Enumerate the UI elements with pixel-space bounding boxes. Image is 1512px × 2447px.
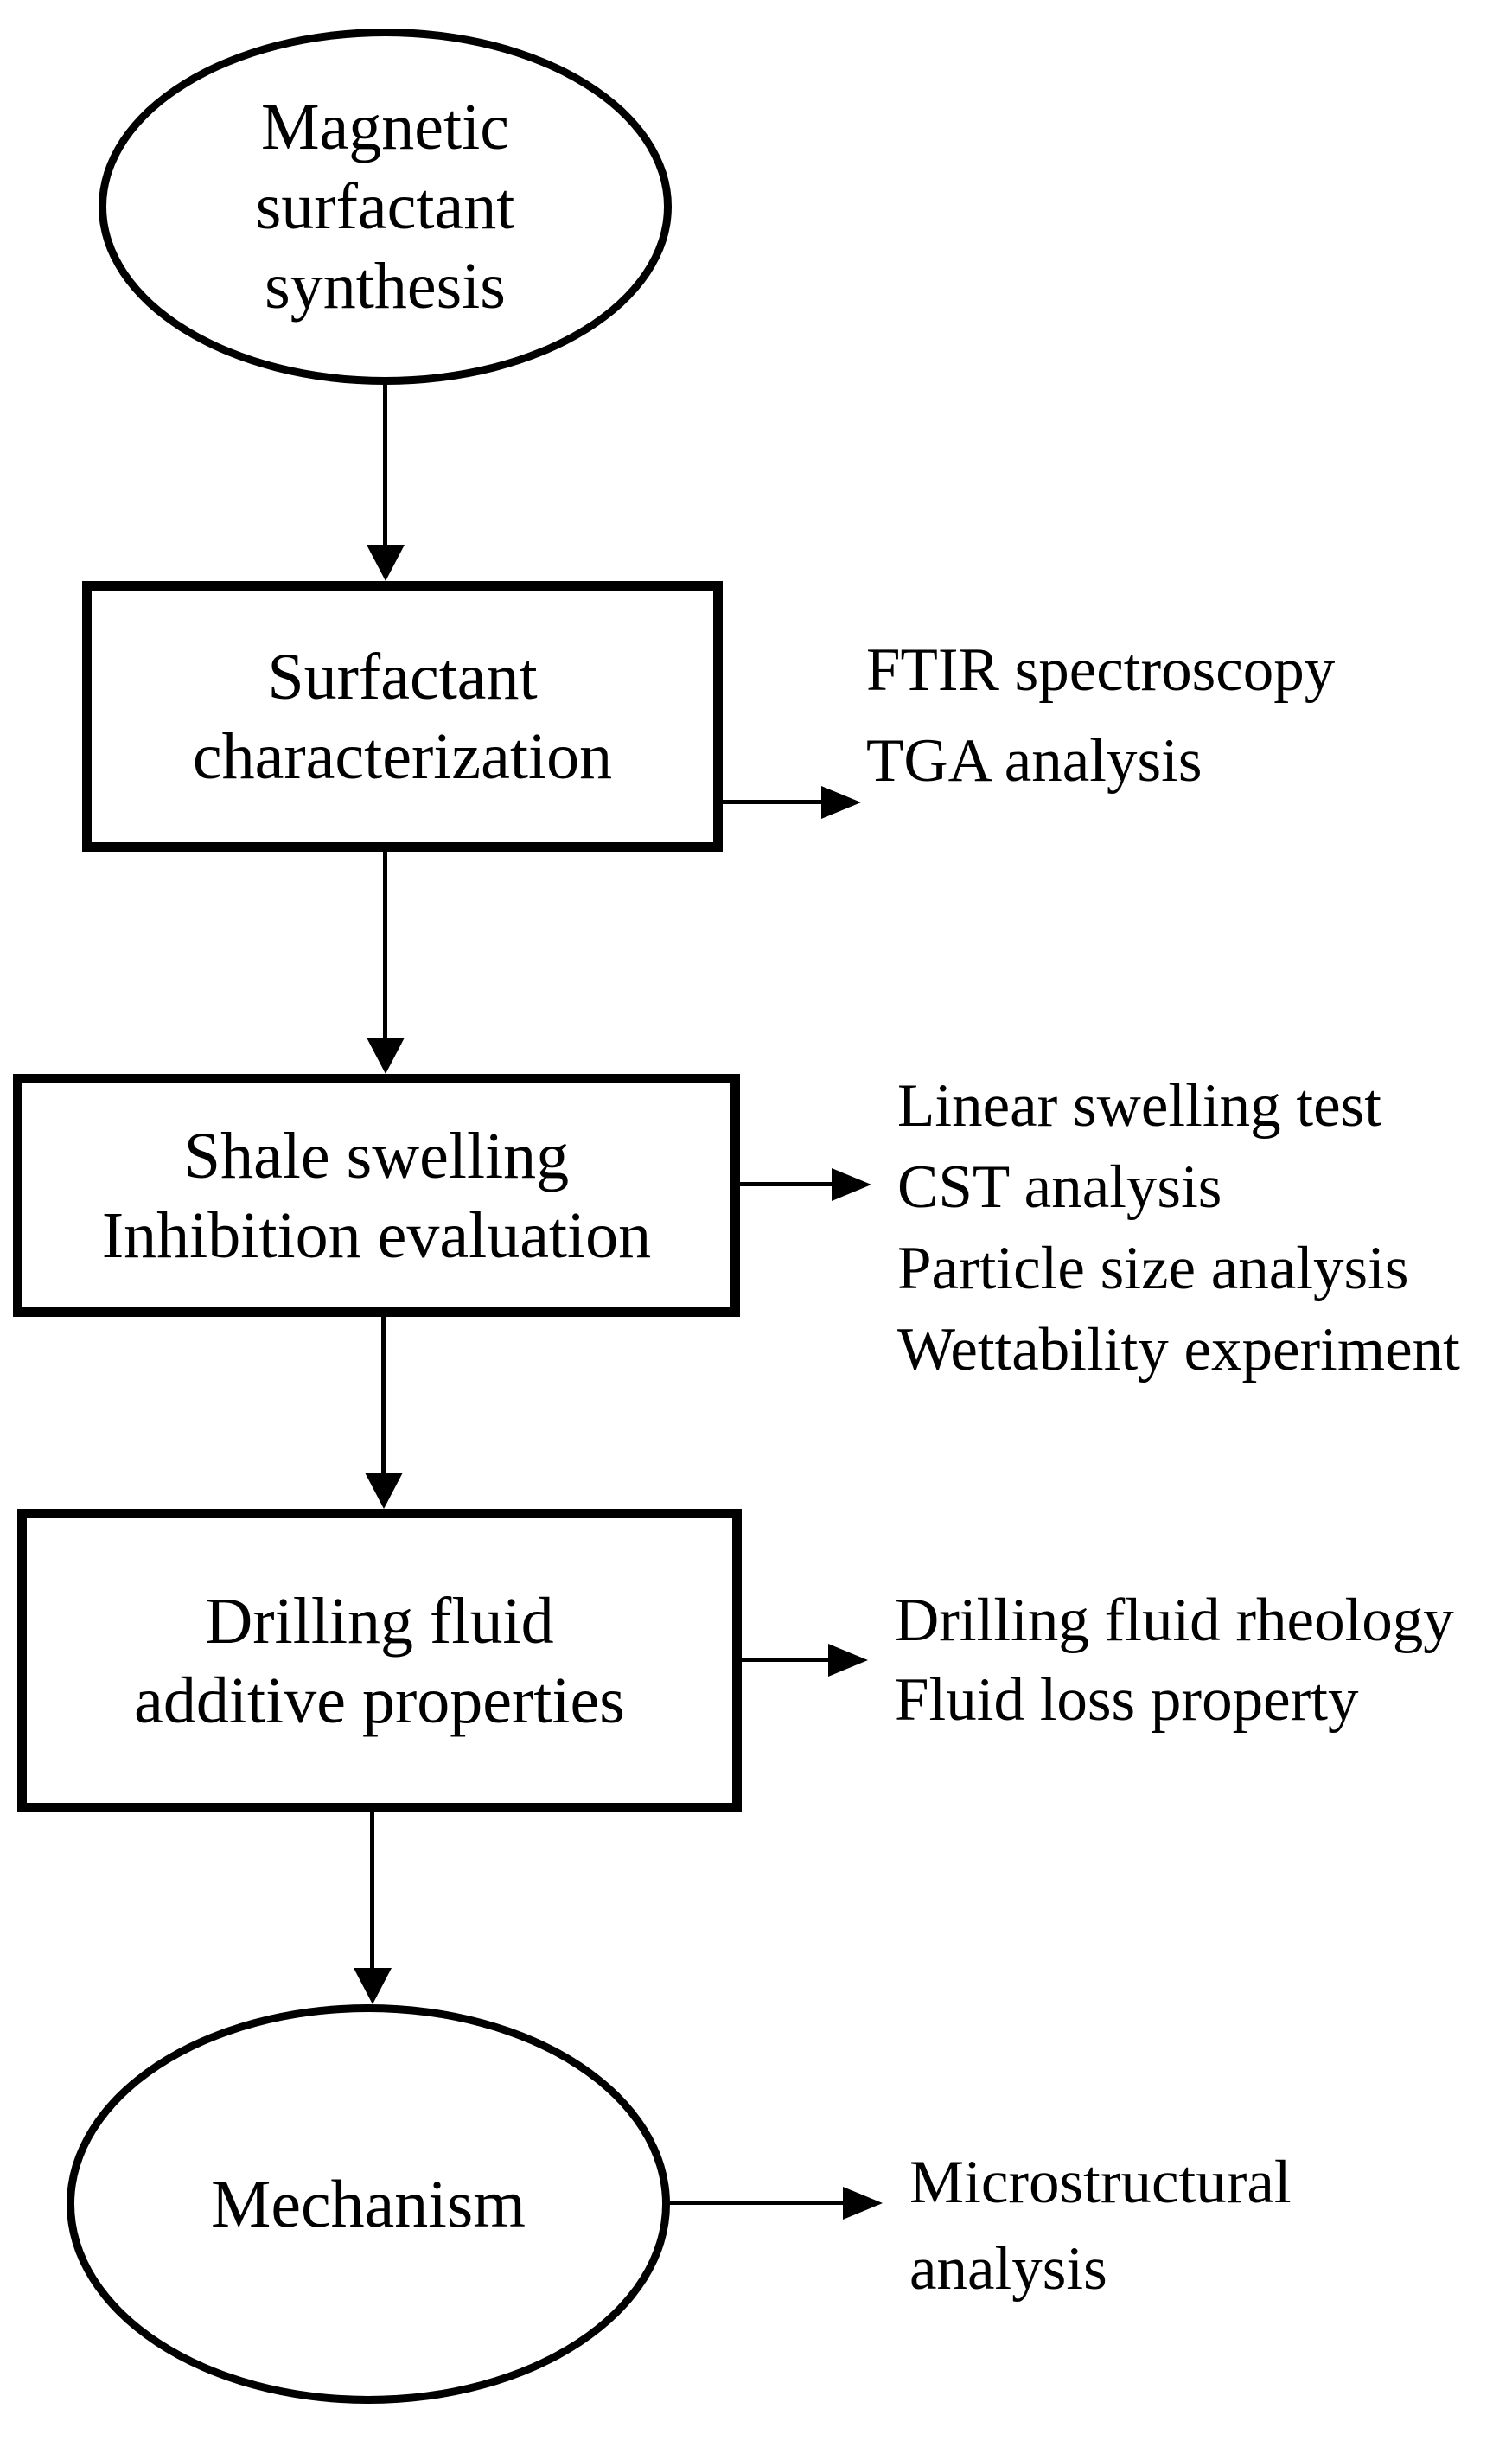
connector-mechanism-annotation-line bbox=[670, 2201, 843, 2205]
node-label: Shale swelling Inhibition evaluation bbox=[101, 1119, 652, 1272]
annotation-line: Linear swelling test bbox=[897, 1072, 1381, 1140]
annotation-line: Microstructural analysis bbox=[909, 2149, 1292, 2303]
annotation-line: Wettability experiment bbox=[897, 1316, 1460, 1383]
node-label: Mechanism bbox=[211, 2166, 526, 2241]
connector-swelling-annotation-line bbox=[740, 1182, 832, 1186]
connector-characterization-annotation-line bbox=[723, 800, 821, 804]
node-label: Magnetic surfactant synthesis bbox=[255, 91, 515, 323]
connector-characterization-swelling-line bbox=[383, 852, 387, 1039]
node-ellipse-magnetic-surfactant-synthesis: Magnetic surfactant synthesis bbox=[99, 29, 672, 385]
annotation-list-mechanism: Microstructural analysis bbox=[909, 2139, 1381, 2312]
node-box-drilling-fluid-additive-properties: Drilling fluid additive properties bbox=[17, 1509, 742, 1812]
connector-synthesis-characterization-line bbox=[383, 385, 387, 547]
node-box-shale-swelling-inhibition-evaluation: Shale swelling Inhibition evaluation bbox=[13, 1074, 740, 1317]
node-box-surfactant-characterization: Surfactant characterization bbox=[82, 581, 723, 852]
node-ellipse-mechanism: Mechanism bbox=[67, 2004, 670, 2404]
connector-drilling-annotation-line bbox=[742, 1658, 828, 1662]
annotation-line: CST analysis bbox=[897, 1153, 1222, 1221]
arrowhead-down-icon bbox=[367, 545, 405, 581]
annotation-line: Drilling fluid rheology bbox=[895, 1587, 1454, 1654]
annotation-line: FTIR spectroscopy bbox=[866, 636, 1336, 704]
arrowhead-down-icon bbox=[367, 1038, 405, 1074]
arrowhead-right-icon bbox=[832, 1168, 871, 1201]
arrowhead-down-icon bbox=[365, 1473, 403, 1509]
annotation-list-drilling: Drilling fluid rheology Fluid loss prope… bbox=[895, 1581, 1454, 1740]
node-label: Surfactant characterization bbox=[192, 640, 613, 793]
connector-swelling-drilling-line bbox=[381, 1317, 386, 1476]
annotation-line: TGA analysis bbox=[866, 727, 1203, 795]
annotation-line: Fluid loss property bbox=[895, 1666, 1359, 1734]
annotation-list-characterization: FTIR spectroscopy TGA analysis bbox=[866, 625, 1335, 807]
connector-drilling-mechanism-line bbox=[370, 1812, 374, 1970]
arrowhead-right-icon bbox=[821, 786, 861, 819]
arrowhead-down-icon bbox=[354, 1968, 392, 2004]
arrowhead-right-icon bbox=[828, 1644, 868, 1677]
node-label: Drilling fluid additive properties bbox=[134, 1584, 625, 1737]
annotation-line: Particle size analysis bbox=[897, 1235, 1409, 1302]
arrowhead-right-icon bbox=[843, 2187, 883, 2220]
annotation-list-swelling: Linear swelling test CST analysis Partic… bbox=[897, 1065, 1460, 1390]
